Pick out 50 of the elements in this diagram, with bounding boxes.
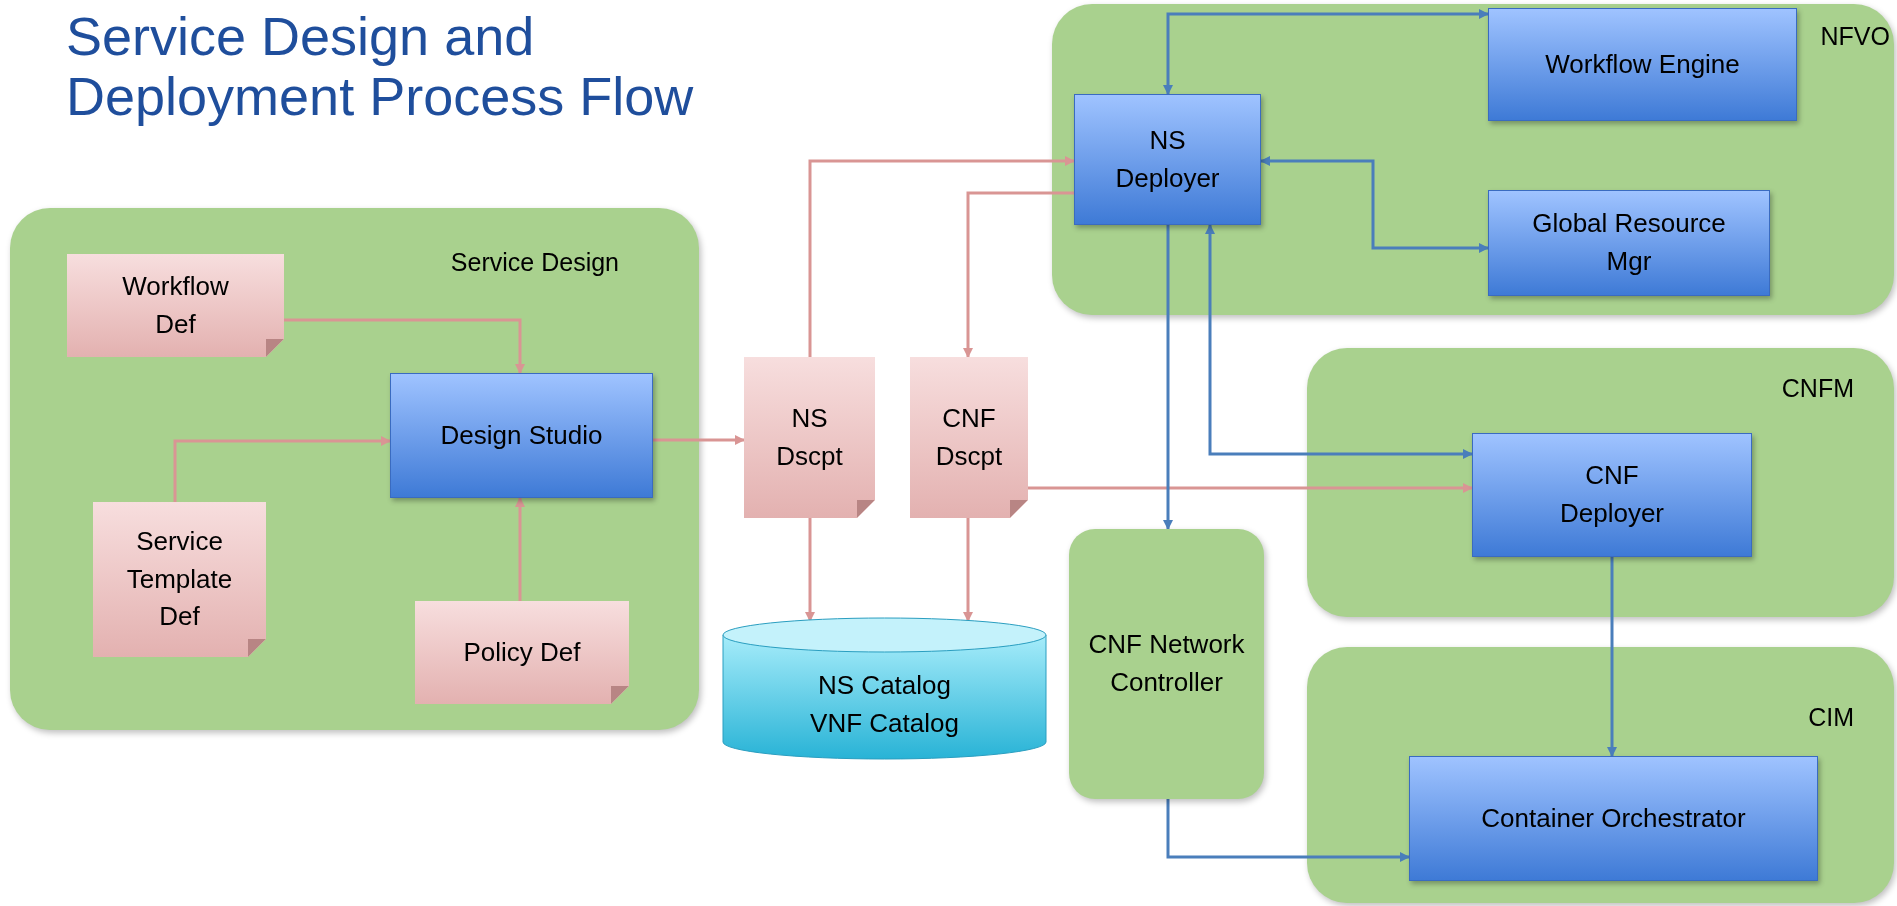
arrow <box>963 518 973 622</box>
arrow <box>653 435 745 445</box>
process-box <box>1472 433 1752 557</box>
node-label: Service Template Def <box>125 524 234 634</box>
node-label: NS Catalog VNF Catalog <box>809 668 960 740</box>
database-cylinder <box>722 617 1047 760</box>
document-note <box>93 502 266 657</box>
process-box <box>1409 756 1818 881</box>
node-label: Workflow Engine <box>1545 47 1740 81</box>
node-label: Workflow Def <box>121 269 230 341</box>
group-panel <box>1307 348 1894 617</box>
node-label: CNF Dscpt <box>934 401 1004 473</box>
node-label: CNFM <box>1781 374 1854 402</box>
node-label: NS Dscpt <box>775 401 844 473</box>
diagram-title: Service Design and Deployment Process Flow <box>66 6 695 127</box>
process-box <box>1074 94 1261 225</box>
node-label: CNF Network Controller <box>1087 628 1246 699</box>
document-note <box>910 357 1028 518</box>
document-note <box>744 357 875 518</box>
node-label: NFVO <box>1820 22 1890 50</box>
arrow <box>1163 9 1489 95</box>
group-panel <box>1052 4 1894 315</box>
arrow <box>808 156 1075 357</box>
node-label: Policy Def <box>463 635 581 669</box>
arrow <box>1166 799 1410 862</box>
process-box <box>1488 8 1797 121</box>
node-label: Design Studio <box>440 418 603 452</box>
arrow <box>173 436 391 502</box>
node-label: CIM <box>1808 703 1854 731</box>
arrow <box>805 518 815 622</box>
arrow <box>1028 483 1473 493</box>
node-label: NS Deployer <box>1114 123 1221 195</box>
node-label: CNF Deployer <box>1558 459 1666 530</box>
document-note <box>415 601 629 704</box>
process-box <box>1488 190 1770 296</box>
node-label: Global Resource Mgr <box>1531 207 1727 278</box>
arrow <box>1163 225 1173 530</box>
node-label: Service Design <box>450 248 619 276</box>
node-label: Container Orchestrator <box>1481 801 1746 835</box>
arrow <box>1260 156 1489 253</box>
group-panel <box>10 208 699 730</box>
arrow <box>1205 224 1473 459</box>
controller-box <box>1069 529 1264 799</box>
group-panel <box>1307 647 1894 903</box>
arrow <box>963 191 1074 358</box>
arrow <box>284 318 525 374</box>
arrow <box>1607 557 1617 757</box>
document-note <box>67 254 284 357</box>
process-box <box>390 373 653 498</box>
arrow <box>515 497 525 601</box>
